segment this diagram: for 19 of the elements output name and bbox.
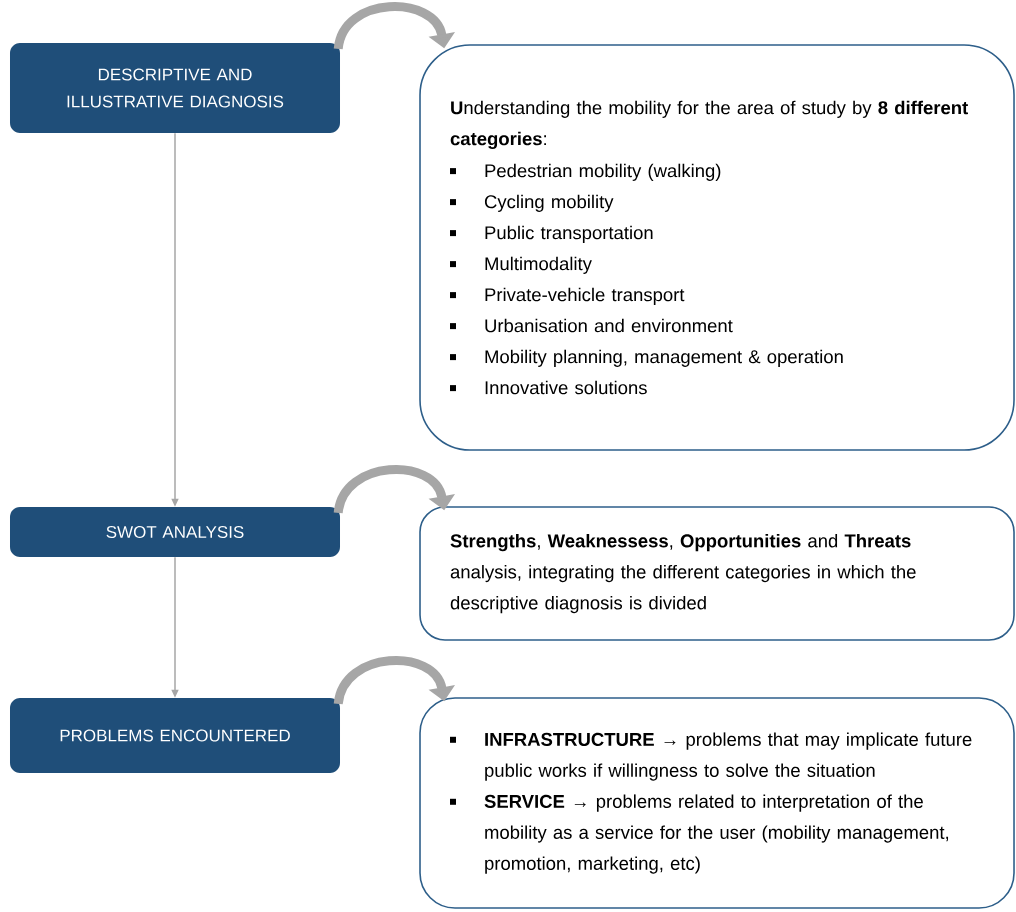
description-text: Strengths, Weaknessess, Opportunities and Threats analysis, integrating the different categories in which the descriptive diagnosis is divided bbox=[450, 533, 916, 614]
arrow bbox=[333, 2, 455, 50]
bullet-item: Cycling mobility bbox=[450, 194, 614, 212]
bullet-item: Pedestrian mobility (walking) bbox=[450, 163, 721, 181]
description-text: Understanding the mobility for the area of study by 8 different categories: bbox=[450, 100, 968, 150]
arrow bbox=[333, 656, 455, 705]
bullet-item: Mobility planning, management & operation bbox=[450, 349, 843, 367]
step-box: PROBLEMS ENCOUNTERED bbox=[10, 698, 340, 773]
description-box bbox=[419, 44, 1015, 451]
description-box bbox=[419, 697, 1015, 909]
bullet-item: Urbanisation and environment bbox=[450, 318, 733, 333]
bullet-item: SERVICE → problems related to interpretation of the mobility as a service for the user (mobility management, promotion, marketing, etc) bbox=[450, 794, 949, 874]
bullet-item: Innovative solutions bbox=[450, 380, 647, 395]
step-box: DESCRIPTIVE AND ILLUSTRATIVE DIAGNOSIS bbox=[10, 43, 340, 133]
bullet-item: Public transportation bbox=[450, 225, 653, 243]
bullet-item: Private-vehicle transport bbox=[450, 287, 685, 305]
description-box bbox=[419, 506, 1015, 641]
step-box: SWOT ANALYSIS bbox=[10, 507, 340, 557]
bullet-item: Multimodality bbox=[450, 256, 592, 274]
